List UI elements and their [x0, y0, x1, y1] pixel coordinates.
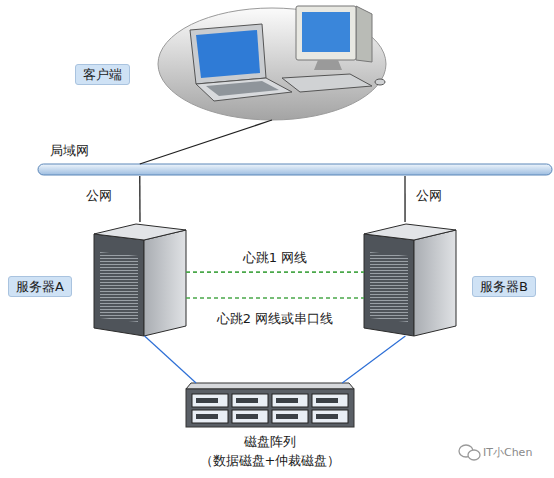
laptop-keyboard: [206, 81, 279, 96]
disk-array-illustration: [186, 383, 354, 427]
drive-slot: [316, 414, 338, 419]
drive-slot: [196, 414, 218, 419]
tower-front: [364, 234, 414, 336]
node-label: 磁盘阵列: [146, 433, 394, 450]
laptop-screen: [196, 30, 260, 78]
edge-label: 公网: [86, 187, 112, 204]
connector-line: [139, 176, 141, 222]
tower-side: [144, 230, 186, 336]
disk-array: 磁盘阵列（数据磁盘+仲裁磁盘）: [186, 383, 354, 427]
heartbeat-line: [186, 297, 364, 299]
client-illustration: [158, 6, 386, 120]
monitor-side: [356, 6, 372, 62]
laptop-lid: [190, 24, 266, 84]
lan-tube: [38, 164, 552, 175]
node-sublabel: （数据磁盘+仲裁磁盘）: [146, 452, 394, 469]
keyboard: [282, 74, 372, 92]
array-body: [186, 389, 354, 427]
edge-label: 心跳1 网线: [180, 249, 370, 266]
drive-bay: [192, 410, 228, 423]
server-node: 服务器B: [364, 222, 456, 336]
edge-label: 心跳2 网线或串口线: [180, 310, 370, 327]
connector-line: [342, 336, 405, 383]
chat-bubble: [468, 450, 480, 460]
watermark-icon: [459, 445, 480, 460]
drive-bay: [272, 410, 308, 423]
server-tower: [94, 224, 186, 336]
node-label: 服务器A: [8, 276, 72, 297]
connector-line: [404, 176, 405, 222]
heartbeat-line: [186, 271, 364, 273]
drive-bay: [312, 410, 348, 423]
node-label: 局域网: [50, 142, 89, 159]
client-group: 客户端: [158, 8, 386, 120]
drive-bay: [232, 394, 268, 407]
mouse: [375, 79, 385, 85]
drive-slot: [236, 414, 258, 419]
array-top: [186, 383, 354, 389]
connector-line: [140, 120, 272, 164]
monitor-frame: [296, 6, 356, 60]
server-tower: [364, 224, 456, 336]
tower-vents: [370, 252, 408, 322]
drive-slot: [316, 398, 338, 403]
drive-slot: [276, 398, 298, 403]
tower-side: [414, 230, 456, 336]
drive-slot: [276, 414, 298, 419]
drive-slot: [196, 398, 218, 403]
drive-slot: [236, 398, 258, 403]
node-label: 客户端: [75, 64, 130, 85]
server-node: 服务器A: [94, 222, 186, 336]
tower-vents: [100, 252, 138, 322]
drive-bay: [232, 410, 268, 423]
monitor-stand: [314, 60, 342, 70]
tower-top: [94, 224, 186, 240]
connector-line: [145, 336, 196, 383]
edge-label: 公网: [416, 187, 442, 204]
drive-bay: [312, 394, 348, 407]
tower-front: [94, 234, 144, 336]
tower-top: [364, 224, 456, 240]
monitor-screen: [302, 12, 350, 52]
drive-bay: [192, 394, 228, 407]
lan-bus: 局域网: [38, 164, 552, 176]
drive-bay: [272, 394, 308, 407]
laptop-base: [196, 78, 292, 101]
node-label: 服务器B: [472, 276, 536, 297]
watermark: IT小Chen: [483, 445, 532, 460]
